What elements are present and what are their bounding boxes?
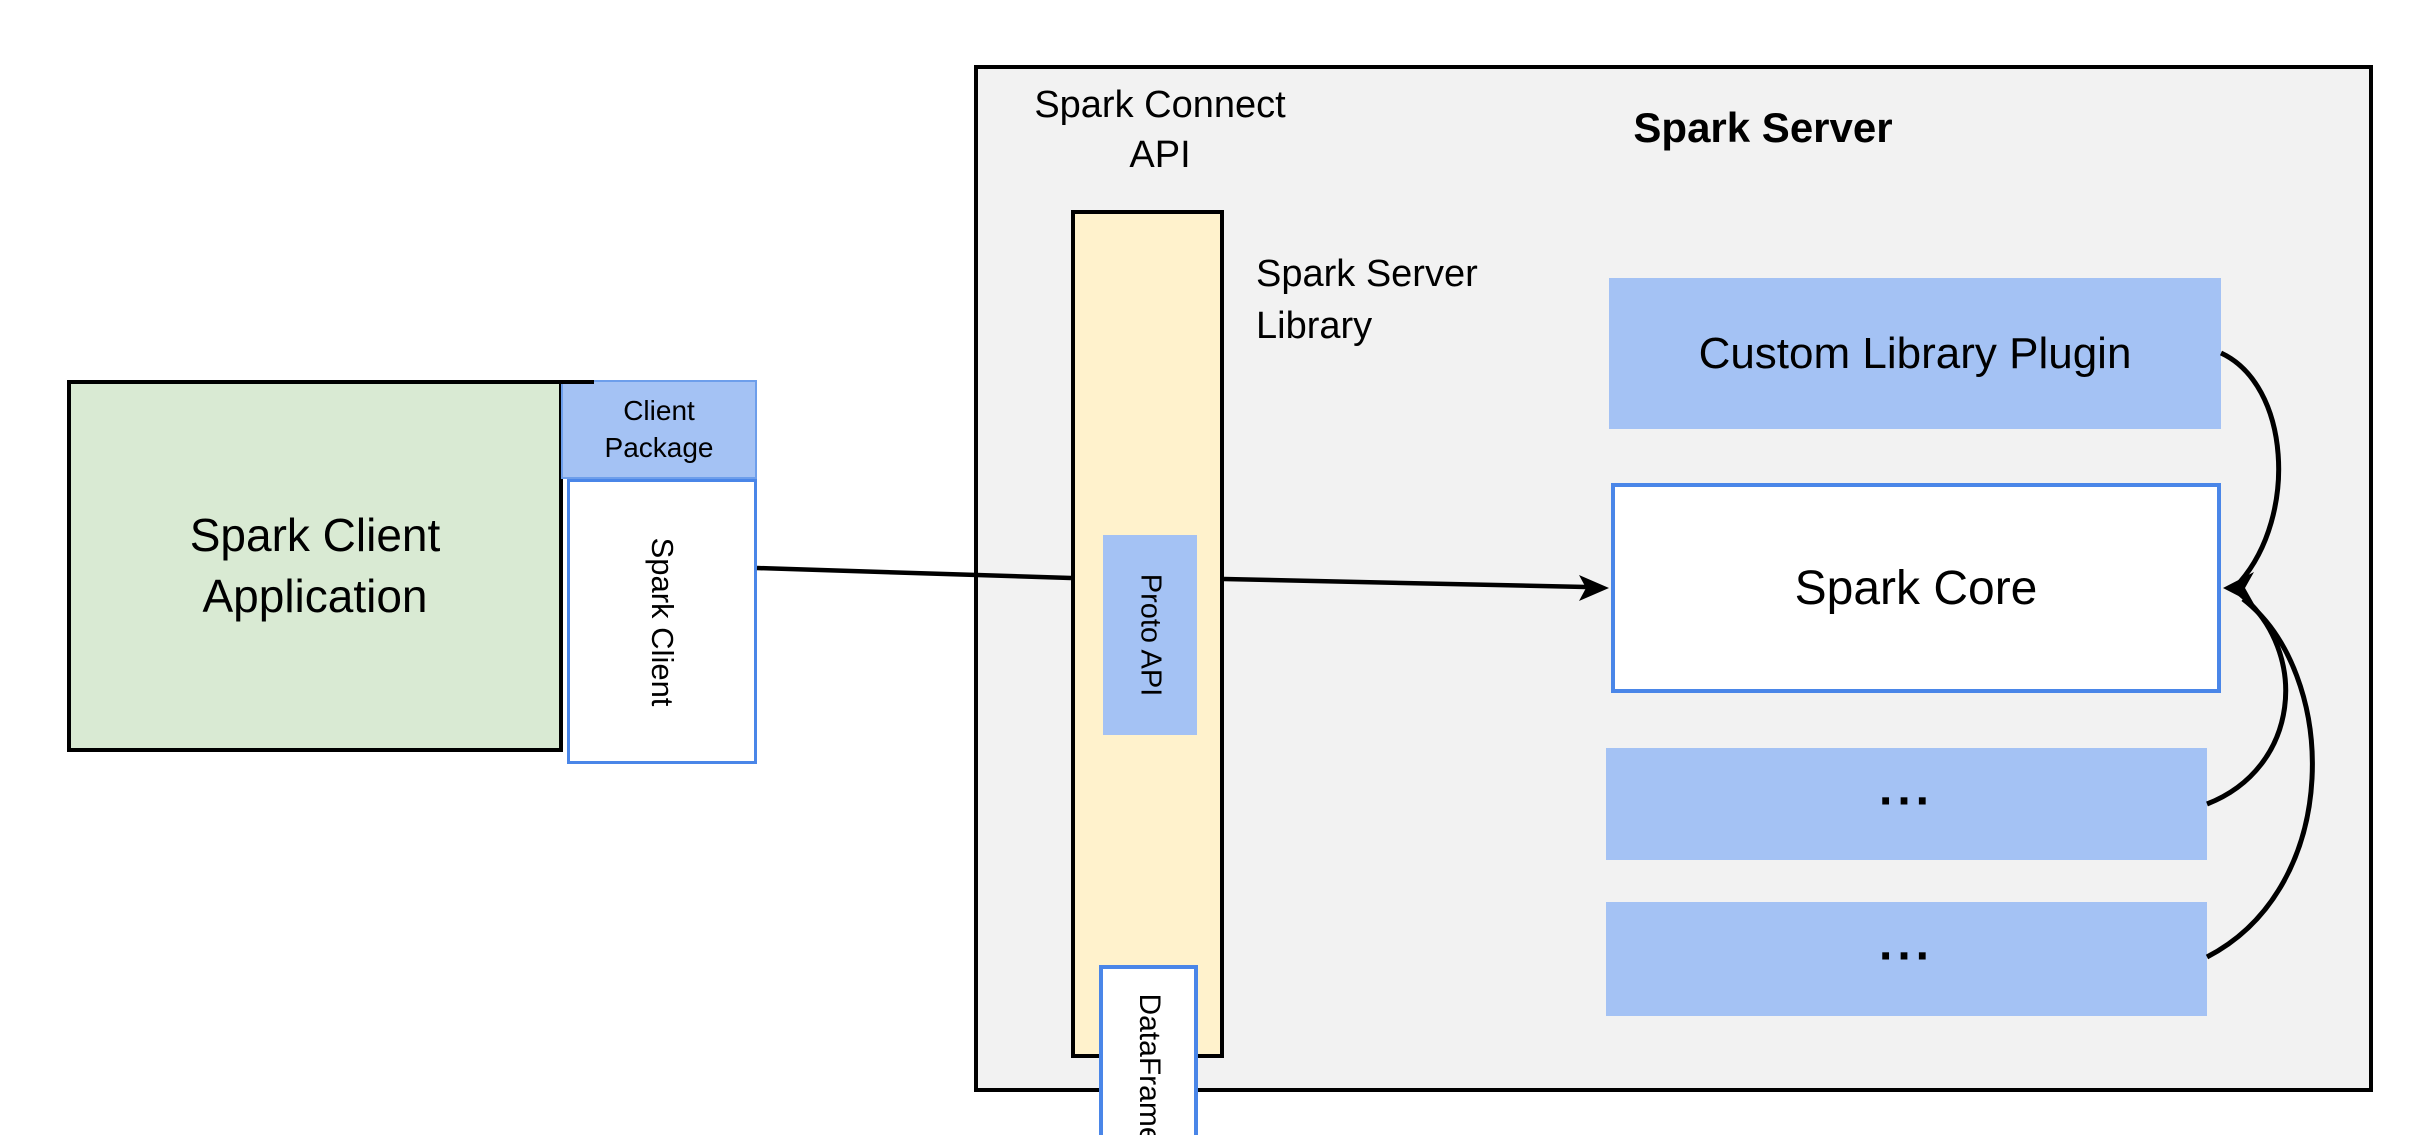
spark-connect-api-line1: Spark Connect	[1034, 84, 1286, 126]
dataframe-api-box: DataFrame API	[1099, 965, 1198, 1135]
client-package-box: Client Package	[561, 380, 757, 479]
client-app-line2: Application	[202, 570, 428, 622]
ellipsis-bottom: ...	[1878, 917, 1934, 971]
library-label-line2: Library	[1256, 305, 1373, 348]
spark-client-application-label: Spark Client Application	[190, 505, 441, 626]
client-package-label: Client Package	[605, 393, 714, 466]
proto-api-label: Proto API	[1134, 573, 1167, 697]
more-plugins-box-top: ...	[1606, 748, 2207, 860]
spark-core-box: Spark Core	[1611, 483, 2221, 693]
spark-client-application-box: Spark Client Application	[67, 380, 563, 752]
custom-library-plugin-box: Custom Library Plugin	[1609, 278, 2221, 429]
ellipsis-top: ...	[1878, 762, 1934, 816]
spark-server-title: Spark Server	[1633, 104, 1893, 151]
client-package-line2: Package	[604, 431, 714, 463]
spark-connect-api-label: Spark Connect API	[975, 80, 1345, 180]
spark-client-label: Spark Client	[645, 537, 680, 706]
proto-api-box: Proto API	[1103, 535, 1197, 735]
client-app-line1: Spark Client	[189, 509, 441, 562]
spark-connect-api-line2: API	[1129, 134, 1191, 177]
spark-server-library-label: Spark Server Library	[1256, 248, 1576, 353]
client-package-line1: Client	[623, 395, 695, 427]
library-label-line1: Spark Server	[1256, 253, 1478, 295]
spark-client-box: Spark Client	[567, 479, 757, 764]
dataframe-api-label: DataFrame API	[1132, 993, 1166, 1135]
more-plugins-box-bottom: ...	[1606, 902, 2207, 1016]
